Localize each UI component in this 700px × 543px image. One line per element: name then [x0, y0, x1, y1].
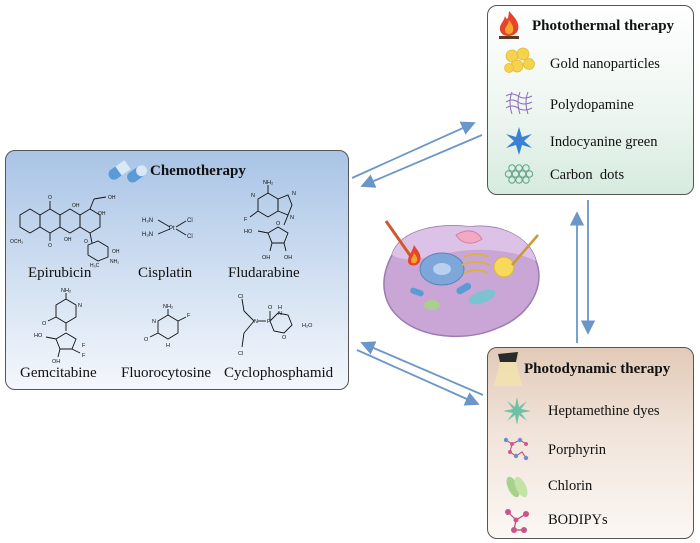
gemcitabine-structure: NH₂ N O HO F OH F: [34, 288, 86, 365]
fc-f: F: [187, 313, 191, 319]
gem-f1: F: [82, 343, 86, 349]
epi-o-bot: O: [48, 243, 52, 249]
arrow-chemo-to-ptt: [351, 121, 476, 179]
chemotherapy-panel: Chemotherapy O OH OH OH OCH₃ O OH O H₃C …: [5, 150, 349, 390]
epi-oh-3: OH: [98, 211, 106, 217]
cyc-h2o: H₂O: [302, 323, 313, 329]
fludarabine-structure: NH₂ N N N F HO O OH OH: [244, 180, 296, 261]
flu-n1: N: [251, 193, 255, 199]
cyc-n1: N: [254, 319, 258, 325]
cyc-n2: N: [278, 311, 282, 317]
chlorin-icon: [506, 476, 528, 498]
epi-och3: OCH₃: [10, 239, 23, 245]
porphyrin-icon: [503, 437, 529, 461]
pdt-item-heptamethine-dyes: Heptamethine dyes: [548, 403, 660, 419]
ptt-item-gold-nanoparticles: Gold nanoparticles: [550, 56, 660, 72]
carbon-dot-icon: [504, 164, 534, 184]
arrow-ptt-to-chemo: [360, 134, 483, 188]
gold-nanoparticle-icon: [504, 47, 535, 73]
drug-epirubicin: Epirubicin: [28, 265, 92, 281]
fc-nh2: NH₂: [163, 304, 173, 310]
epi-oh-2: OH: [72, 203, 80, 209]
cyc-cl1: Cl: [238, 294, 243, 300]
flu-n2: N: [292, 191, 296, 197]
bodipy-icon: [505, 509, 529, 533]
pdt-item-bodipys: BODIPYs: [548, 512, 608, 528]
gem-oh: OH: [52, 359, 60, 365]
ptt-item-polydopamine: Polydopamine: [550, 97, 634, 113]
photodynamic-panel: Photodynamic therapy Heptamethine dyes P…: [487, 347, 694, 539]
polydopamine-icon: [505, 91, 533, 115]
arrow-chemo-to-pdt: [356, 349, 480, 406]
flu-f: F: [244, 217, 248, 223]
drug-cyclophosphamid: Cyclophosphamid: [224, 365, 334, 381]
fc-n: N: [152, 319, 156, 325]
cyc-o1: O: [268, 305, 273, 311]
gem-o: O: [42, 321, 47, 327]
indocyanine-green-icon: [506, 127, 532, 155]
flu-nh2: NH₂: [263, 180, 273, 186]
cis-cl-2: Cl: [187, 234, 193, 240]
flu-oh1: OH: [262, 255, 270, 261]
fc-o: O: [144, 337, 149, 343]
chemotherapy-title: Chemotherapy: [150, 163, 246, 179]
gem-n: N: [78, 303, 82, 309]
epi-h3c: H₃C: [90, 263, 100, 269]
epi-oh-1: OH: [108, 195, 116, 201]
gem-ho: HO: [34, 333, 43, 339]
fc-h: H: [166, 343, 170, 349]
cyc-h: H: [278, 305, 282, 311]
arrow-pdt-to-chemo: [360, 341, 484, 396]
tumor-cell-illustration: [383, 220, 540, 338]
heptamethine-icon: [503, 397, 531, 425]
capsule-icon: [108, 160, 148, 183]
cis-h3n-2: H₃N: [142, 232, 153, 238]
cis-pt: Pt: [169, 226, 175, 232]
epi-oh-5: OH: [112, 249, 120, 255]
drug-fluorocytosine: Fluorocytosine: [121, 365, 211, 381]
ptt-item-carbon-dots: Carbon dots: [550, 167, 625, 183]
epi-o-ring: O: [84, 239, 88, 245]
flu-n3: N: [290, 215, 294, 221]
ptt-item-indocyanine-green: Indocyanine green: [550, 134, 658, 150]
drug-cisplatin: Cisplatin: [138, 265, 193, 281]
lamp-icon: [494, 352, 522, 386]
flame-icon: [499, 11, 519, 39]
gem-nh2: NH₂: [61, 288, 71, 294]
gem-f2: F: [82, 353, 86, 359]
cyclophosphamid-structure: Cl Cl N P O H N O H₂O: [238, 294, 313, 357]
flu-o: O: [276, 221, 281, 227]
cis-h3n-1: H₃N: [142, 218, 153, 224]
cyc-o2: O: [282, 335, 287, 341]
photothermal-panel: Photothermal therapy Gold nanoparticles …: [487, 5, 694, 195]
cisplatin-structure: H₃N H₃N Pt Cl Cl: [142, 218, 193, 240]
epirubicin-structure: O OH OH OH OCH₃ O OH O H₃C OH NH₂: [10, 195, 120, 269]
cyc-cl2: Cl: [238, 351, 243, 357]
drug-gemcitabine: Gemcitabine: [20, 365, 97, 381]
epi-o-top: O: [48, 195, 52, 201]
pdt-item-porphyrin: Porphyrin: [548, 442, 606, 458]
pdt-item-chlorin: Chlorin: [548, 478, 593, 494]
flu-oh2: OH: [284, 255, 292, 261]
photothermal-title: Photothermal therapy: [532, 18, 675, 34]
cyc-p: P: [267, 319, 271, 325]
epi-nh2: NH₂: [110, 259, 119, 265]
cis-cl-1: Cl: [187, 218, 193, 224]
fluorocytosine-structure: NH₂ F N O H: [144, 304, 191, 349]
epi-oh-4: OH: [64, 237, 72, 243]
drug-fludarabine: Fludarabine: [228, 265, 300, 281]
flu-ho: HO: [244, 229, 253, 235]
photodynamic-title: Photodynamic therapy: [524, 361, 671, 377]
